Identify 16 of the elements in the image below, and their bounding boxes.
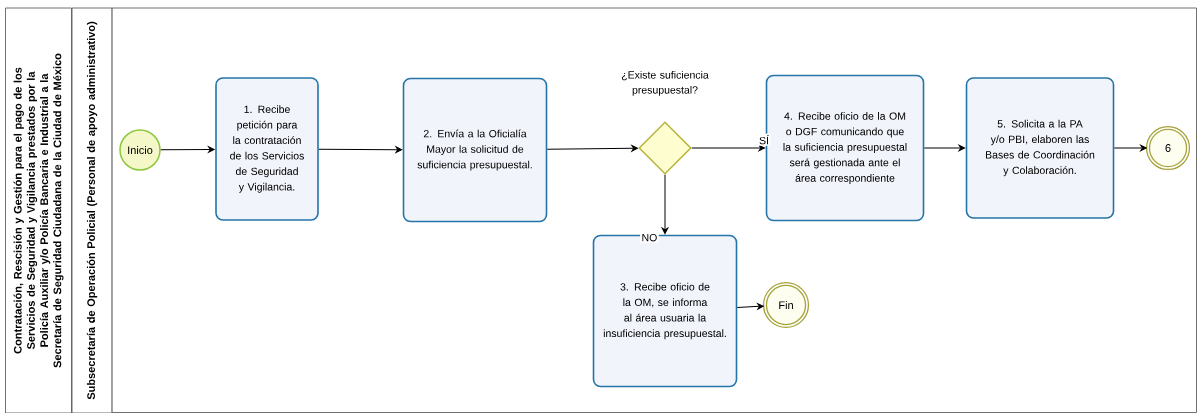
edge-label: NO bbox=[640, 232, 659, 243]
pool-label-band: Contratación, Rescisión y Gestión para el pago de los Servicios de Seguridad y Vigilancia prestados por la Policía Auxiliar y/o Policía Bancaria e Industrial a la Secretaría de Seguridad Ciudadana de la Ciudad de México bbox=[5, 7, 72, 413]
arrow bbox=[1113, 144, 1147, 152]
task-box: 1. Recibe petición para la contratación de los Servicios de Seguridad y Vigilancia. bbox=[215, 77, 319, 221]
node-label: ¿Existe suficiencia presupuestal? bbox=[621, 70, 709, 96]
arrow bbox=[546, 145, 638, 152]
arrow bbox=[691, 144, 766, 152]
arrow bbox=[661, 174, 669, 235]
arrow bbox=[318, 146, 403, 153]
edge-label: SÍ bbox=[757, 133, 771, 146]
lane-label-band: Subsecretaría de Operación Policial (Personal de apoyo administrativo) bbox=[71, 7, 113, 413]
task-box: 5. Solicita a la PA y/o PBI, elaboren las Bases de Coordinación y Colaboración. bbox=[965, 77, 1115, 219]
arrow bbox=[160, 146, 215, 153]
arrow bbox=[736, 303, 764, 310]
arrow bbox=[923, 144, 966, 152]
task-box: 2. Envía a la Oficialía Mayor la solicitud de suficiencia presupuestal. bbox=[402, 77, 548, 223]
